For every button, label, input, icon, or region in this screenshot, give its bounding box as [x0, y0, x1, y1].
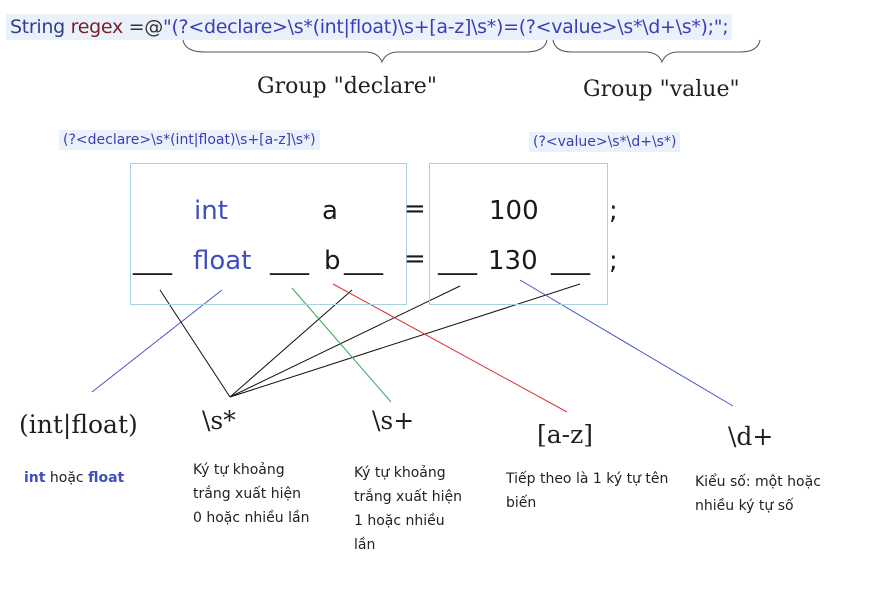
expl-head-letter: [a-z] — [537, 420, 594, 449]
expl-head-digits: \d+ — [728, 422, 774, 451]
brace-declare — [182, 39, 548, 64]
code-group-declare: (?<declare>\s*(int|float)\s+[a-z]\s*) — [171, 16, 504, 38]
row2-pre-value: ___ — [438, 246, 477, 276]
group-declare-title: Group "declare" — [257, 74, 437, 99]
code-variable: regex — [70, 16, 124, 38]
code-assign: = — [128, 16, 145, 38]
desc-int: int — [24, 470, 46, 486]
declare-regex-label: (?<declare>\s*(int|float)\s+[a-z]\s*) — [59, 130, 320, 150]
group-value-title: Group "value" — [583, 77, 740, 102]
expl-head-space-star: \s* — [202, 406, 236, 435]
expl-desc-digits: Kiểu số: một hoặc nhiều ký tự số — [695, 474, 821, 514]
row2-value: 130 — [488, 246, 538, 276]
brace-value — [552, 39, 761, 64]
line-space-1 — [159, 289, 231, 398]
row2-eq: = — [404, 244, 426, 274]
row2-semi: ; — [609, 246, 618, 276]
expl-head-space-plus: \s+ — [372, 406, 415, 435]
row2-gap1: ___ — [270, 246, 309, 276]
value-box — [429, 163, 608, 305]
row2-name: b — [324, 246, 341, 276]
code-at: @ — [144, 16, 163, 38]
declare-box — [130, 163, 407, 305]
line-digits — [519, 279, 734, 407]
expl-desc-space-star: Ký tự khoảng trắng xuất hiện 0 hoặc nhiề… — [193, 462, 310, 526]
line-space-2 — [229, 289, 353, 398]
desc-float: float — [88, 470, 125, 486]
row1-type: int — [194, 196, 228, 226]
code-mid-eq: = — [503, 16, 519, 38]
expl-desc-letter: Tiếp theo là 1 ký tự tên biến — [506, 471, 669, 511]
code-open-quote: " — [162, 16, 172, 38]
code-group-value: (?<value>\s*\d+\s*) — [518, 16, 708, 38]
regex-code-line: String regex =@"(?<declare>\s*(int|float… — [6, 14, 733, 40]
line-type — [91, 289, 223, 393]
row1-name: a — [322, 196, 338, 226]
row1-semi: ; — [609, 196, 618, 226]
row2-type: float — [193, 246, 252, 276]
expl-head-type: (int|float) — [19, 410, 138, 439]
expl-desc-space-plus: Ký tự khoảng trắng xuất hiện 1 hoặc nhiề… — [354, 465, 462, 553]
desc-or: hoặc — [45, 470, 89, 486]
line-space-plus — [291, 287, 392, 403]
expl-desc-type: int hoặc float — [24, 466, 124, 490]
line-letter — [332, 283, 568, 413]
row2-pre: ___ — [133, 246, 172, 276]
value-regex-label: (?<value>\s*\d+\s*) — [529, 132, 681, 152]
row2-gap2: ___ — [344, 246, 383, 276]
row1-value: 100 — [489, 196, 539, 226]
code-keyword: String — [10, 16, 65, 38]
line-space-3 — [229, 285, 461, 398]
code-tail: ;"; — [707, 16, 729, 38]
line-space-4 — [229, 283, 581, 398]
row1-eq: = — [404, 194, 426, 224]
row2-post-value: ___ — [551, 246, 590, 276]
